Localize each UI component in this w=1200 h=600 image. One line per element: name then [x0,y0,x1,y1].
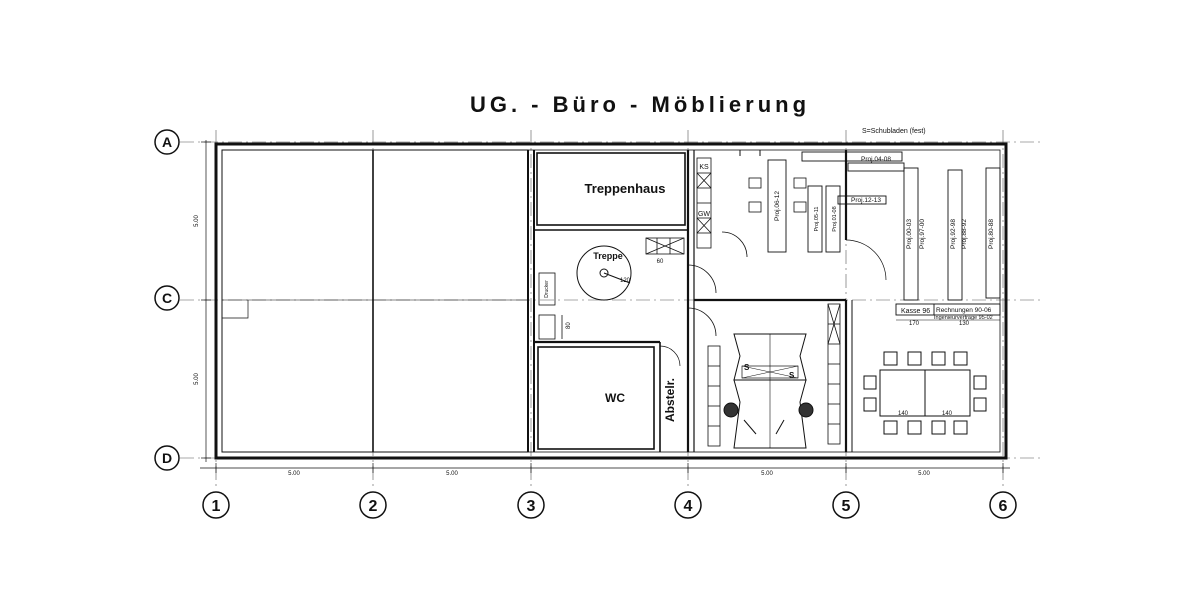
table-left-width: 140 [898,411,909,417]
chairs-bottom [883,420,968,435]
left-dimension-chain [201,140,211,462]
dim-left-1: 5.00 [194,215,200,227]
shelf-label-1: Proj.06-12 [774,191,781,221]
gw-label: GW [698,211,710,218]
shelf-label-10: Proj.80-88 [988,219,995,249]
stair-shelf: 60 [645,237,685,265]
stair-label: Treppe [593,251,623,261]
row-axis-d: D [154,445,180,471]
spiral-stair: Treppe 120 [576,245,632,301]
kasse-width: 170 [909,321,920,327]
drawer-label-right: S [789,371,795,380]
kasse-label: Kasse 96 [901,308,930,315]
col-axis-4: 4 [674,491,702,519]
room-label-wc: WC [605,391,625,405]
shelf-label-7: Proj.97-00 [919,219,926,249]
shelf-label-8: Proj.92-98 [950,219,957,249]
col-label-1: 1 [212,498,221,515]
stair-hall-room: Treppenhaus [536,152,686,226]
shelf-label-6: Proj.00-03 [906,219,913,249]
dim-bottom-4: 5.00 [918,471,930,477]
printer-cabinet: Drucker 80 [538,272,572,340]
col-label-5: 5 [842,498,851,515]
rech-width: 130 [959,321,970,327]
shelf-label-5: Proj.12-13 [851,197,881,204]
bottom-dimension-chain [200,463,1010,473]
ks-label: KS [699,164,709,171]
rechnungen-label: Rechnungen 90-06 [936,307,992,314]
shelf-label-9: Proj.88-92 [961,219,968,249]
shelf-label-3: Proj.05-11 [814,207,820,232]
col-label-3: 3 [527,498,536,515]
col-axis-5: 5 [832,491,860,519]
conference-table [863,351,987,435]
col-label-2: 2 [369,498,378,515]
col-axis-3: 3 [517,491,545,519]
row-label-d: D [162,450,172,466]
shelf-label-2: Proj.04-08 [861,156,891,163]
ks-gw-cabinets: KS GW [696,157,712,249]
col-label-6: 6 [999,498,1008,515]
drawer-label-left: S [744,363,750,372]
ingenieurvertraege-label: Ingenieurverträge 95-02 [934,315,993,321]
dim-bottom-1: 5.00 [288,471,300,477]
chairs-top [883,351,968,366]
archive-shelves [767,151,1001,301]
printer-label: Drucker [544,280,550,298]
open-hall [221,149,535,453]
table-right-width: 140 [942,411,953,417]
storage-room: Abstelr. [659,342,681,452]
legend-note: S=Schubladen (fest) [862,128,926,135]
col-axis-2: 2 [359,491,387,519]
plan-title: UG. - Büro - Möblierung [470,92,810,117]
row-axis-a: A [154,129,180,155]
chairs-ends [863,375,987,412]
wc-room: WC [537,346,655,450]
dim-60: 60 [657,259,664,265]
col-axis-1: 1 [202,491,230,519]
row-label-a: A [162,134,172,150]
double-desk-workstation [723,333,814,449]
stair-diameter: 120 [620,278,631,284]
door-swings-col4 [687,231,748,337]
kasse-shelf [895,303,1001,321]
dim-left-2: 5.00 [194,373,200,385]
room-label-stair-hall: Treppenhaus [585,181,666,196]
dim-bottom-3: 5.00 [761,471,773,477]
small-desks [748,177,807,213]
room-label-storage: Abstelr. [663,378,677,422]
shelf-label-4: Proj.01-08 [832,206,838,231]
dim-bottom-2: 5.00 [446,471,458,477]
row-axis-c: C [154,285,180,311]
col-axis-6: 6 [989,491,1017,519]
lower-side-cabinets [707,303,841,447]
office-walls [694,150,887,452]
col-label-4: 4 [684,498,693,515]
row-label-c: C [162,290,172,306]
dim-80: 80 [566,322,572,329]
